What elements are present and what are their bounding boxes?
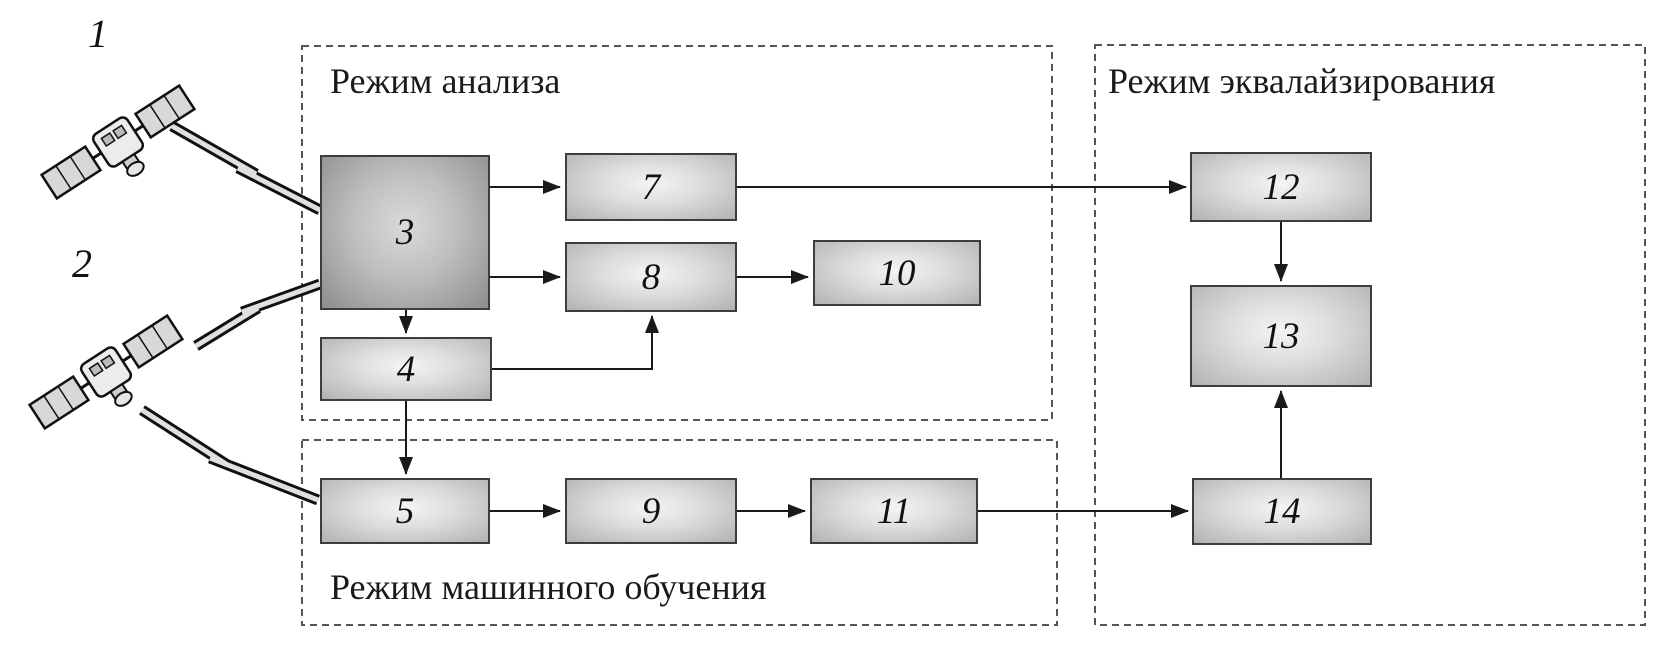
- radio-signal-bolts: [139, 121, 323, 506]
- lightning-icon: [193, 278, 322, 351]
- satellite-1-label: 1: [88, 11, 108, 56]
- block-11: 11: [810, 478, 978, 544]
- lightning-icon: [139, 405, 320, 506]
- connection-arrows: [399, 180, 1288, 518]
- block-12: 12: [1190, 152, 1372, 222]
- block-4: 4: [320, 337, 492, 401]
- arrow-4-8: [492, 315, 659, 370]
- region-analysis-title: Режим анализа: [330, 61, 561, 101]
- block-13: 13: [1190, 285, 1372, 387]
- lightning-icon: [169, 121, 323, 215]
- block-3: 3: [320, 155, 490, 310]
- block-10: 10: [813, 240, 981, 306]
- block-8: 8: [565, 242, 737, 312]
- block-7: 7: [565, 153, 737, 221]
- block-14: 14: [1192, 478, 1372, 545]
- block-5: 5: [320, 478, 490, 544]
- satellite-icon: [39, 83, 197, 201]
- satellite-icon: [27, 313, 185, 431]
- region-eq-title: Режим эквалайзирования: [1108, 61, 1496, 101]
- block-9: 9: [565, 478, 737, 544]
- region-ml-title: Режим машинного обучения: [330, 567, 767, 607]
- satellite-2-label: 2: [72, 241, 92, 286]
